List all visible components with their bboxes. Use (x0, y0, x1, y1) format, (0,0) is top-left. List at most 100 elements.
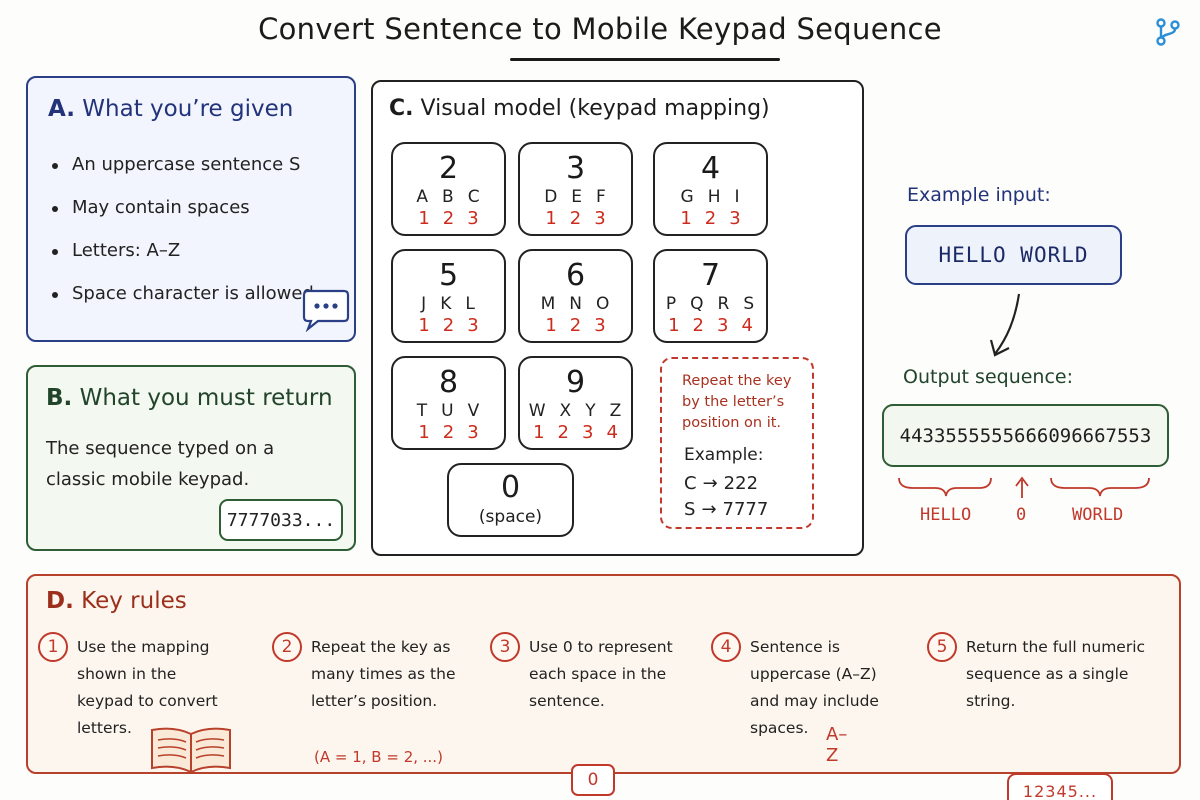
key-position: 4 (741, 315, 753, 336)
key-letter: S (743, 294, 756, 314)
panel-letter: C. (389, 96, 414, 121)
key-position: 2 (557, 422, 569, 443)
example-row: S→7777 (684, 499, 768, 520)
key-position: 4 (606, 422, 618, 443)
panel-letter: D. (46, 588, 74, 614)
bullet-icon (52, 163, 58, 169)
arrow-right-icon: → (701, 499, 717, 520)
curved-arrow-icon (989, 293, 1021, 357)
example-input-label: Example input: (907, 184, 1051, 206)
example-code: 7777 (722, 499, 769, 520)
panel-title: What you’re given (82, 96, 294, 122)
bullet-icon (52, 206, 58, 212)
key-0[interactable]: 0 (space) (447, 463, 574, 537)
key-letter: M (540, 294, 557, 314)
key-number: 2 (438, 151, 459, 186)
zero-badge: 0 (571, 764, 615, 796)
key-position: 3 (729, 208, 741, 229)
panel-given-heading: A. What you’re given (48, 96, 293, 122)
key-position: 3 (467, 208, 479, 229)
key-position: 2 (692, 315, 704, 336)
given-list: An uppercase sentence S May contain spac… (50, 154, 314, 326)
key-letter: I (734, 187, 741, 207)
key-letter: A (416, 187, 430, 207)
example-letter: C (684, 473, 697, 494)
key-position: 1 (545, 208, 557, 229)
chat-bubble-icon (302, 289, 350, 332)
key-number: 5 (438, 258, 459, 293)
key-number: 6 (565, 258, 586, 293)
list-item-text: An uppercase sentence S (72, 154, 301, 175)
group-label-hello: HELLO (920, 505, 972, 525)
key-position: 1 (680, 208, 692, 229)
arrow-right-icon: → (702, 473, 718, 494)
group-braces (898, 476, 1150, 498)
title-underline (510, 58, 780, 61)
key-position: 1 (545, 315, 557, 336)
rule-text: Repeat the key as many times as the lett… (311, 638, 456, 710)
example-row: C→222 (684, 473, 758, 494)
key-letter: N (569, 294, 583, 314)
key-position: 3 (594, 315, 606, 336)
list-item: Space character is allowed (50, 283, 314, 326)
repeat-note-text: Repeat the key by the letter’s position … (682, 373, 792, 431)
key-letter: F (596, 187, 607, 207)
panel-rules: D. Key rules 1 Use the mapping shown in … (26, 574, 1181, 800)
example-letter: S (684, 499, 696, 520)
key-number: 0 (500, 470, 521, 505)
example-output-label: Output sequence: (903, 366, 1073, 388)
rule-number: 5 (927, 632, 957, 662)
git-branch-icon[interactable] (1152, 16, 1184, 48)
key-position: 1 (668, 315, 680, 336)
key-position: 3 (594, 208, 606, 229)
rule-number: 3 (490, 632, 520, 662)
key-letter: C (467, 187, 481, 207)
rule-example: (A = 1, B = 2, ...) (314, 748, 443, 766)
rule-text: Use the mapping shown in the keypad to c… (77, 638, 218, 737)
panel-title: Visual model (keypad mapping) (420, 96, 770, 121)
panel-given: A. What you’re given An uppercase senten… (26, 76, 356, 342)
panel-return-heading: B. What you must return (46, 385, 333, 411)
key-letter: Q (690, 294, 705, 314)
key-letter: J (421, 294, 428, 314)
key-position: 3 (717, 315, 729, 336)
bullet-icon (52, 292, 58, 298)
list-item: An uppercase sentence S (50, 154, 314, 197)
panel-letter: B. (46, 385, 73, 411)
rule-number: 2 (272, 632, 302, 662)
key-label: (space) (478, 507, 543, 527)
list-item-text: Space character is allowed (72, 283, 314, 304)
key-letter: Y (585, 401, 597, 421)
open-book-icon (151, 727, 231, 774)
list-item: Letters: A–Z (50, 240, 314, 283)
list-item-text: May contain spaces (72, 197, 250, 218)
key-letter: X (559, 401, 573, 421)
az-badge: A–Z (826, 724, 848, 766)
key-position: 2 (442, 422, 455, 443)
example-output-box: 4433555555666096667553 (882, 404, 1169, 467)
panel-title: Key rules (81, 588, 187, 614)
key-letter: P (665, 294, 678, 314)
panel-title: What you must return (79, 385, 333, 411)
key-letter: H (707, 187, 722, 207)
key-position: 1 (418, 422, 430, 443)
